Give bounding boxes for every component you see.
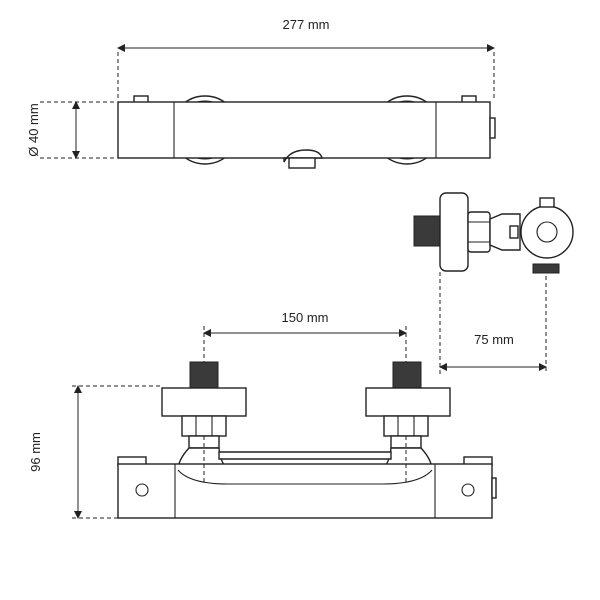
right-inlet-connector [392, 361, 422, 389]
right-wall-flange [365, 387, 451, 417]
mixer-body-front [117, 463, 493, 519]
side-arm-stub [509, 225, 519, 239]
left-nut [181, 415, 227, 437]
side-top-cap [539, 197, 555, 208]
left-inlet-connector [189, 361, 219, 389]
right-nut [383, 415, 429, 437]
side-body-bore [536, 221, 558, 243]
outlet-collar [283, 149, 323, 163]
end-button [489, 117, 496, 139]
height-label: 96 mm [28, 432, 43, 472]
left-screw-icon [135, 483, 149, 497]
side-arm [489, 213, 521, 251]
front-view: 150 mm 96 mm [28, 310, 497, 519]
brace-bar [218, 451, 392, 460]
length-label: 277 mm [283, 17, 330, 32]
arm-junction-curve [177, 469, 433, 485]
side-nut [467, 211, 491, 253]
side-view: 75 mm [413, 192, 574, 374]
outlet-nozzle [288, 157, 316, 169]
front-end-button [491, 477, 497, 499]
offset-label: 75 mm [474, 332, 514, 347]
side-body [520, 205, 574, 259]
top-view: 277 mm Ø 40 mm [26, 17, 496, 169]
left-wall-flange [161, 387, 247, 417]
diameter-label: Ø 40 mm [26, 103, 41, 156]
side-wall-disc [439, 192, 469, 272]
side-connector [413, 215, 441, 247]
spacing-label: 150 mm [282, 310, 329, 325]
side-outlet [532, 263, 560, 274]
right-screw-icon [461, 483, 475, 497]
